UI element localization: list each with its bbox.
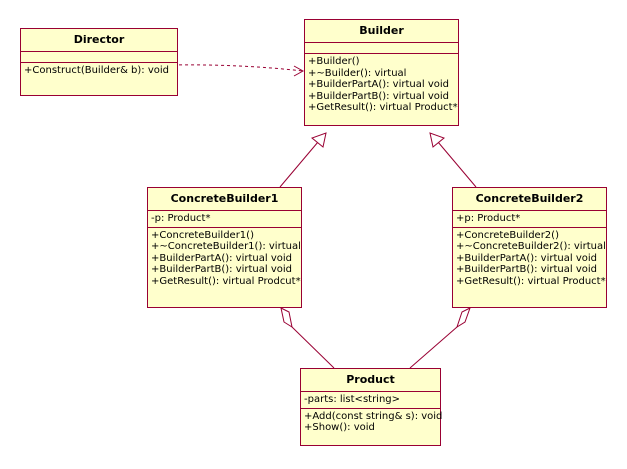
operation-concretebuilder1: +~ConcreteBuilder1(): virtual xyxy=(151,241,301,252)
operation-builder: +Builder() xyxy=(308,56,360,67)
class-name-concretebuilder2: ConcreteBuilder2 xyxy=(453,188,606,211)
operation-concretebuilder2: +ConcreteBuilder2() xyxy=(456,229,559,241)
operation-concretebuilder1: +BuilderPartB(): virtual void xyxy=(151,264,293,275)
operation-builder: +BuilderPartB(): virtual void xyxy=(308,90,450,102)
attribute-concretebuilder1: -p: Product* xyxy=(151,213,211,224)
class-name-concretebuilder1: ConcreteBuilder1 xyxy=(148,188,301,211)
operations-concretebuilder2: +ConcreteBuilder2()+~ConcreteBuilder2():… xyxy=(453,228,606,290)
class-name-product: Product xyxy=(301,369,440,392)
operation-concretebuilder1: +ConcreteBuilder1() xyxy=(151,229,254,241)
dependency-director-builder xyxy=(172,64,305,77)
generalization-concretebuilder1-builder xyxy=(279,132,327,188)
operations-director: +Construct(Builder& b): void xyxy=(21,63,177,79)
class-product[interactable]: Product -parts: list<string> +Add(const … xyxy=(300,368,443,446)
attribute-concretebuilder2: +p: Product* xyxy=(456,213,521,224)
class-builder[interactable]: Builder +Builder()+~Builder(): virtual+B… xyxy=(304,19,459,126)
operations-product: +Add(const string& s): void+Show(): void xyxy=(301,409,443,436)
operations-builder: +Builder()+~Builder(): virtual+BuilderPa… xyxy=(305,54,458,116)
operation-concretebuilder2: +BuilderPartA(): virtual void xyxy=(456,252,597,264)
operation-product: +Add(const string& s): void xyxy=(304,410,443,422)
class-concretebuilder2[interactable]: ConcreteBuilder2 +p: Product* +ConcreteB… xyxy=(452,187,607,308)
attributes-director xyxy=(21,52,177,63)
class-name-builder: Builder xyxy=(305,20,458,43)
class-concretebuilder1[interactable]: ConcreteBuilder1 -p: Product* +ConcreteB… xyxy=(147,187,302,308)
operations-concretebuilder1: +ConcreteBuilder1()+~ConcreteBuilder1():… xyxy=(148,228,301,290)
operation-concretebuilder2: +GetResult(): virtual Product* xyxy=(456,275,606,287)
operation-concretebuilder2: +~ConcreteBuilder2(): virtual xyxy=(456,241,606,252)
operation-director: +Construct(Builder& b): void xyxy=(24,65,170,76)
operation-builder: +GetResult(): virtual Product* xyxy=(308,102,458,113)
operation-builder: +BuilderPartA(): virtual void xyxy=(308,79,449,90)
generalization-concretebuilder2-builder xyxy=(429,132,477,188)
aggregation-concretebuilder1-product xyxy=(280,307,335,369)
attribute-product: -parts: list<string> xyxy=(304,394,401,405)
attributes-builder xyxy=(305,43,458,54)
attributes-product: -parts: list<string> xyxy=(301,392,440,409)
operation-concretebuilder2: +BuilderPartB(): virtual void xyxy=(456,264,598,275)
class-name-director: Director xyxy=(21,29,177,52)
operation-builder: +~Builder(): virtual xyxy=(308,67,407,79)
attributes-concretebuilder2: +p: Product* xyxy=(453,211,606,228)
operation-product: +Show(): void xyxy=(304,422,375,433)
operation-concretebuilder1: +BuilderPartA(): virtual void xyxy=(151,252,292,264)
attributes-concretebuilder1: -p: Product* xyxy=(148,211,301,228)
class-director[interactable]: Director +Construct(Builder& b): void xyxy=(20,28,178,96)
operation-concretebuilder1: +GetResult(): virtual Prodcut* xyxy=(151,275,301,287)
aggregation-concretebuilder2-product xyxy=(409,306,471,369)
